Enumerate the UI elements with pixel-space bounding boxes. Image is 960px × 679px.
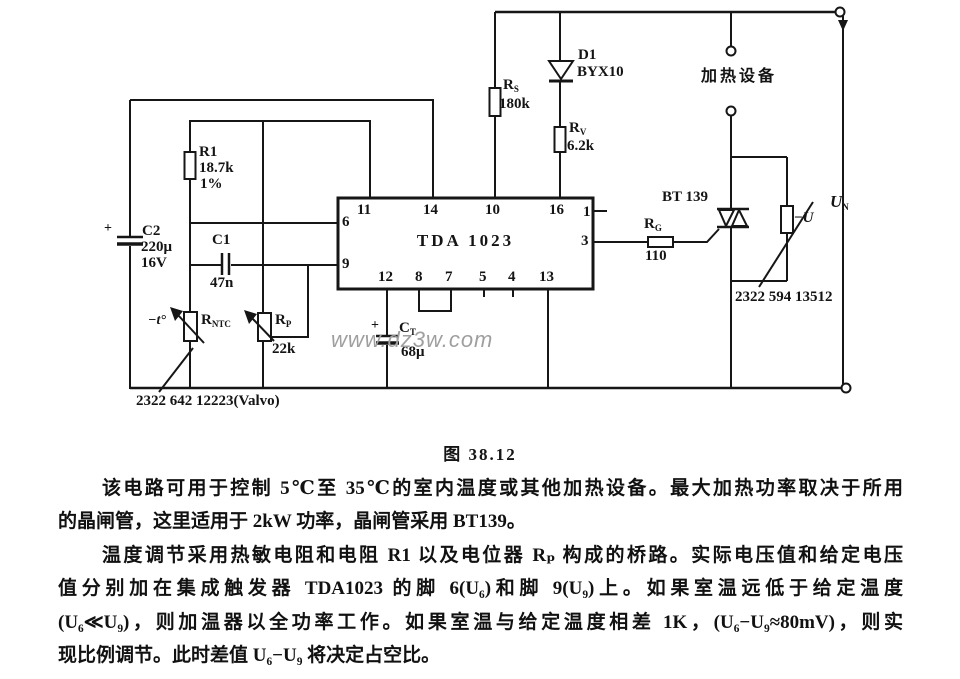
rntc-part-number: 2322 642 12223(Valvo) (136, 393, 280, 409)
rg-label: RG (644, 216, 662, 233)
varistor (758, 201, 814, 288)
ic-pin-6: 6 (342, 214, 350, 230)
body-line-5: (U₆≪U₉)，则加温器以全功率工作。如果室温与给定温度相差 1K，(U₆−U₉… (58, 611, 903, 633)
ct-name: CT (399, 320, 416, 337)
circuit-drawing (117, 6, 852, 394)
ic-pin-16: 16 (549, 202, 564, 218)
capacitor-c2 (117, 235, 143, 246)
ic-pin-5: 5 (479, 269, 487, 285)
resistor-rs (488, 87, 502, 117)
pointer-line (158, 347, 194, 393)
terminals (725, 6, 852, 394)
heater-label: 加热设备 (701, 68, 778, 85)
body-line-1: 该电路可用于控制 5℃至 35℃的室内温度或其他加热设备。最大加热功率取决于所用 (102, 478, 903, 499)
thermistor-rntc (158, 307, 205, 393)
rg-value: 110 (645, 248, 667, 264)
ct-polarity: + (371, 318, 379, 333)
rs-value: 180k (499, 96, 530, 112)
body-line-6: 现比例调节。此时差值 U₆−U₉ 将决定占空比。 (58, 645, 441, 667)
potentiometer-rp (244, 310, 275, 342)
c1-name: C1 (212, 232, 231, 248)
ic-pin-1: 1 (583, 204, 591, 220)
ic-pin-9: 9 (342, 256, 350, 272)
ic-tda1023-body (336, 196, 595, 291)
ic-name: TDA 1023 (416, 231, 515, 250)
mains-arrow (838, 20, 848, 31)
rntc-temp-label: −t° (148, 313, 166, 328)
c2-voltage: 16V (141, 255, 167, 271)
resistor-r1 (183, 151, 197, 180)
resistor-rv (553, 126, 567, 153)
body-line-2: 的晶闸管，这里适用于 2kW 功率，晶闸管采用 BT139。 (58, 511, 526, 533)
ic-pin-8: 8 (415, 269, 423, 285)
body-line-4: 值分别加在集成触发器 TDA1023 的脚 6(U₆)和脚 9(U₉)上。如果室… (58, 578, 903, 600)
varistor-label: −U (794, 210, 814, 226)
mains-voltage-label: UN (830, 192, 849, 212)
ic-pin-13: 13 (539, 269, 554, 285)
d1-type: BYX10 (577, 64, 624, 80)
capacitor-ct (376, 334, 399, 345)
c2-polarity: + (104, 221, 112, 236)
varistor-part-number: 2322 594 13512 (735, 289, 833, 305)
body-line-3: 温度调节采用热敏电阻和电阻 R1 以及电位器 Rₚ 构成的桥路。实际电压值和给定… (102, 544, 903, 566)
ic-pin-7: 7 (445, 269, 453, 285)
rv-value: 6.2k (567, 138, 595, 154)
triac-bt139 (717, 207, 749, 229)
c1-value: 47n (210, 275, 234, 291)
watermark: www.dz3w.com (331, 327, 494, 352)
body-text: 该电路可用于控制 5℃至 35℃的室内温度或其他加热设备。最大加热功率取决于所用… (58, 472, 903, 672)
ic-pin-14: 14 (423, 202, 438, 218)
capacitor-c1 (220, 253, 231, 275)
rntc-label: RNTC (201, 312, 231, 329)
rp-value: 22k (272, 341, 296, 357)
diode-d1 (547, 60, 575, 83)
r1-name: R1 (199, 144, 218, 160)
ic-pin-10: 10 (485, 202, 500, 218)
rs-label: RS (503, 77, 519, 94)
wires (129, 10, 844, 390)
terminal-heater-bottom (725, 105, 737, 117)
figure-caption: 图 38.12 (443, 445, 517, 464)
terminal-top-right (834, 6, 846, 18)
ic-pin-12: 12 (378, 269, 393, 285)
ic-pin-4: 4 (508, 269, 516, 285)
r1-tolerance: 1% (200, 176, 223, 192)
r1-value: 18.7k (199, 160, 234, 176)
ic-pin-11: 11 (357, 202, 372, 218)
ic-pin-3: 3 (581, 233, 589, 249)
d1-name: D1 (578, 47, 597, 63)
c2-value: 220μ (141, 239, 173, 255)
ct-value: 68μ (401, 344, 425, 360)
rv-label: RV (569, 120, 587, 137)
c2-name: C2 (142, 223, 161, 239)
circuit-schematic: R1 18.7k 1% + C2 220μ 16V C1 47n −t° RNT… (104, 6, 852, 409)
terminal-heater-top (725, 45, 737, 57)
triac-label: BT 139 (662, 189, 708, 205)
resistor-rg (647, 236, 674, 248)
terminal-bottom-right (840, 382, 852, 394)
rp-label: RP (275, 312, 292, 329)
